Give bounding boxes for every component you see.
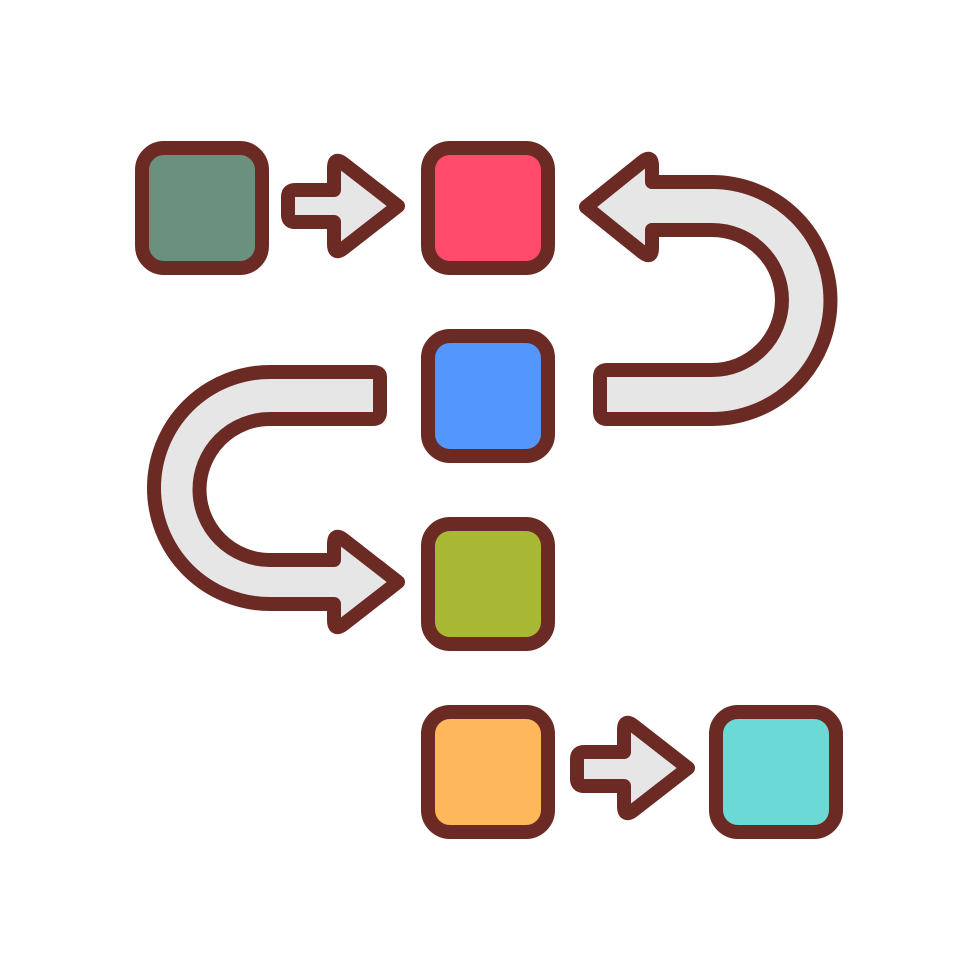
curved-arrow-back-icon xyxy=(579,151,838,426)
step-box-5 xyxy=(421,705,555,839)
step-box-3 xyxy=(421,329,555,463)
step-box-2 xyxy=(421,141,555,275)
step-box-4 xyxy=(421,517,555,651)
step-box-6 xyxy=(709,705,843,839)
step-box-1 xyxy=(135,141,269,275)
right-arrow-icon xyxy=(281,153,405,259)
right-arrow-icon xyxy=(570,715,695,821)
curved-arrow-down-icon xyxy=(147,365,405,635)
